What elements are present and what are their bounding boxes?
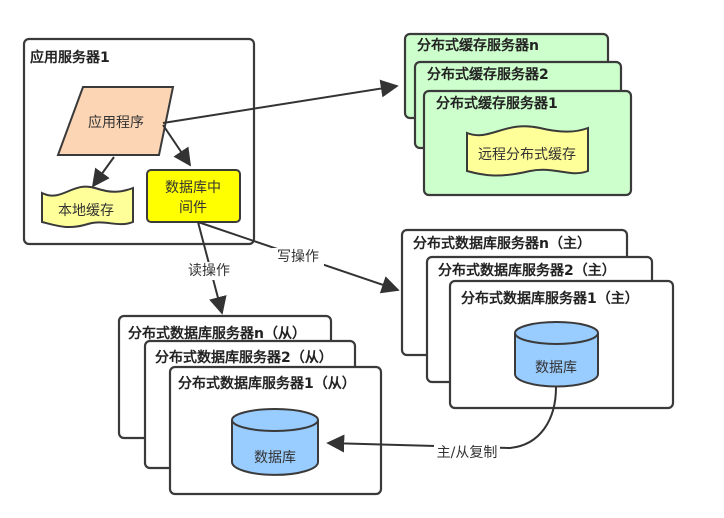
local-cache-shape <box>41 185 134 229</box>
master-db-server-1-title: 分布式数据库服务器1（主） <box>461 290 639 307</box>
edge-app-to-middleware <box>162 124 192 167</box>
slave-db-server-stack: 分布式数据库服务器n（从） 分布式数据库服务器2（从） 分布式数据库服务器1（从… <box>117 314 383 496</box>
cache-server-stack: 分布式缓存服务器n 分布式缓存服务器2 分布式缓存服务器1 远程分布式缓存 <box>403 32 633 197</box>
remote-cache-shape <box>466 125 589 177</box>
cache-server-1-title: 分布式缓存服务器1 <box>436 95 558 112</box>
replication-label: 主/从复制 <box>437 444 498 461</box>
write-op-label: 写操作 <box>277 249 319 265</box>
master-database-label: 数据库 <box>535 360 577 376</box>
app-server: 应用服务器1 应用程序 本地缓存 数据库中 间件 <box>22 37 256 246</box>
cache-server-n-title: 分布式缓存服务器n <box>417 37 539 54</box>
edge-app-to-cache <box>162 79 399 124</box>
app-program-label: 应用程序 <box>88 114 144 131</box>
slave-db-server-2-title: 分布式数据库服务器2（从） <box>155 349 333 366</box>
master-db-server-stack: 分布式数据库服务器n（主） 分布式数据库服务器2（主） 分布式数据库服务器1（主… <box>400 228 675 410</box>
slave-db-server-n-title: 分布式数据库服务器n（从） <box>128 325 306 342</box>
slave-database-cylinder <box>231 408 319 476</box>
db-middleware-label-1: 数据库中 <box>165 180 221 196</box>
app-program-shape <box>56 86 175 156</box>
db-middleware-label-2: 间件 <box>179 200 207 216</box>
write-label-bg <box>272 248 324 266</box>
edge-app-to-local-cache <box>91 156 115 188</box>
app-server-title: 应用服务器1 <box>30 49 110 66</box>
read-op-label: 读操作 <box>188 262 230 279</box>
slave-db-server-1-title: 分布式数据库服务器1（从） <box>178 375 356 392</box>
master-db-server-2-title: 分布式数据库服务器2（主） <box>438 262 616 279</box>
edge-replication <box>326 386 557 453</box>
local-cache-label: 本地缓存 <box>58 203 114 219</box>
slave-database-label: 数据库 <box>254 450 296 466</box>
remote-cache-label: 远程分布式缓存 <box>478 147 576 163</box>
replication-label-bg <box>434 444 500 462</box>
cache-server-2-title: 分布式缓存服务器2 <box>427 66 549 83</box>
master-db-server-n-title: 分布式数据库服务器n（主） <box>413 235 591 252</box>
db-middleware-box <box>146 169 241 223</box>
read-label-bg <box>183 262 235 280</box>
master-database-cylinder <box>514 321 599 388</box>
